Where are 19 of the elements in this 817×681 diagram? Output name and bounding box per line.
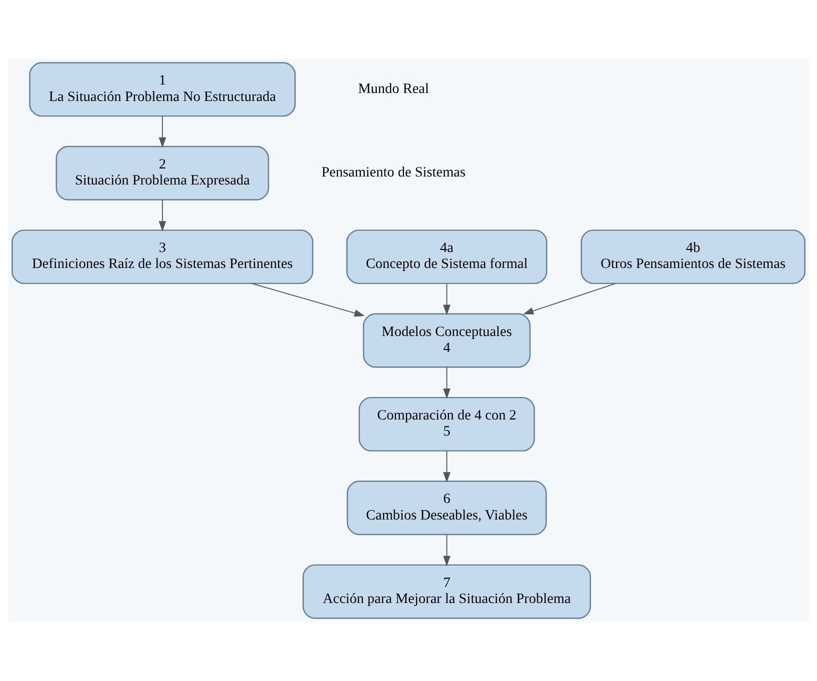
arrow	[523, 283, 616, 314]
node-box: 4a Concepto de Sistema formal	[346, 230, 548, 284]
arrow	[443, 366, 450, 399]
node-box: 2 Situación Problema Expresada	[56, 146, 270, 200]
arrow	[443, 450, 450, 483]
label: Mundo Real	[358, 80, 429, 97]
arrow	[158, 116, 166, 148]
arrow	[443, 534, 450, 566]
arrow	[443, 283, 450, 316]
node-box: 4b Otros Pensamientos de Sistemas	[580, 230, 806, 284]
node-box: Modelos Conceptuales 4	[362, 313, 531, 368]
arrow	[158, 199, 166, 232]
node-box: 1 La Situación Problema No Estructurada	[29, 62, 296, 117]
arrow	[252, 283, 365, 317]
label: Pensamiento de Sistemas	[321, 164, 466, 180]
node-box: 7 Acción para Mejorar la Situación Problema	[302, 564, 591, 619]
node-box: 3 Definiciones Raíz de los Sistemas Pertinentes	[12, 230, 314, 284]
node-box: 6 Cambios Deseables, Viables	[346, 480, 547, 536]
node-box: Comparación de 4 con 2 5	[358, 396, 535, 452]
